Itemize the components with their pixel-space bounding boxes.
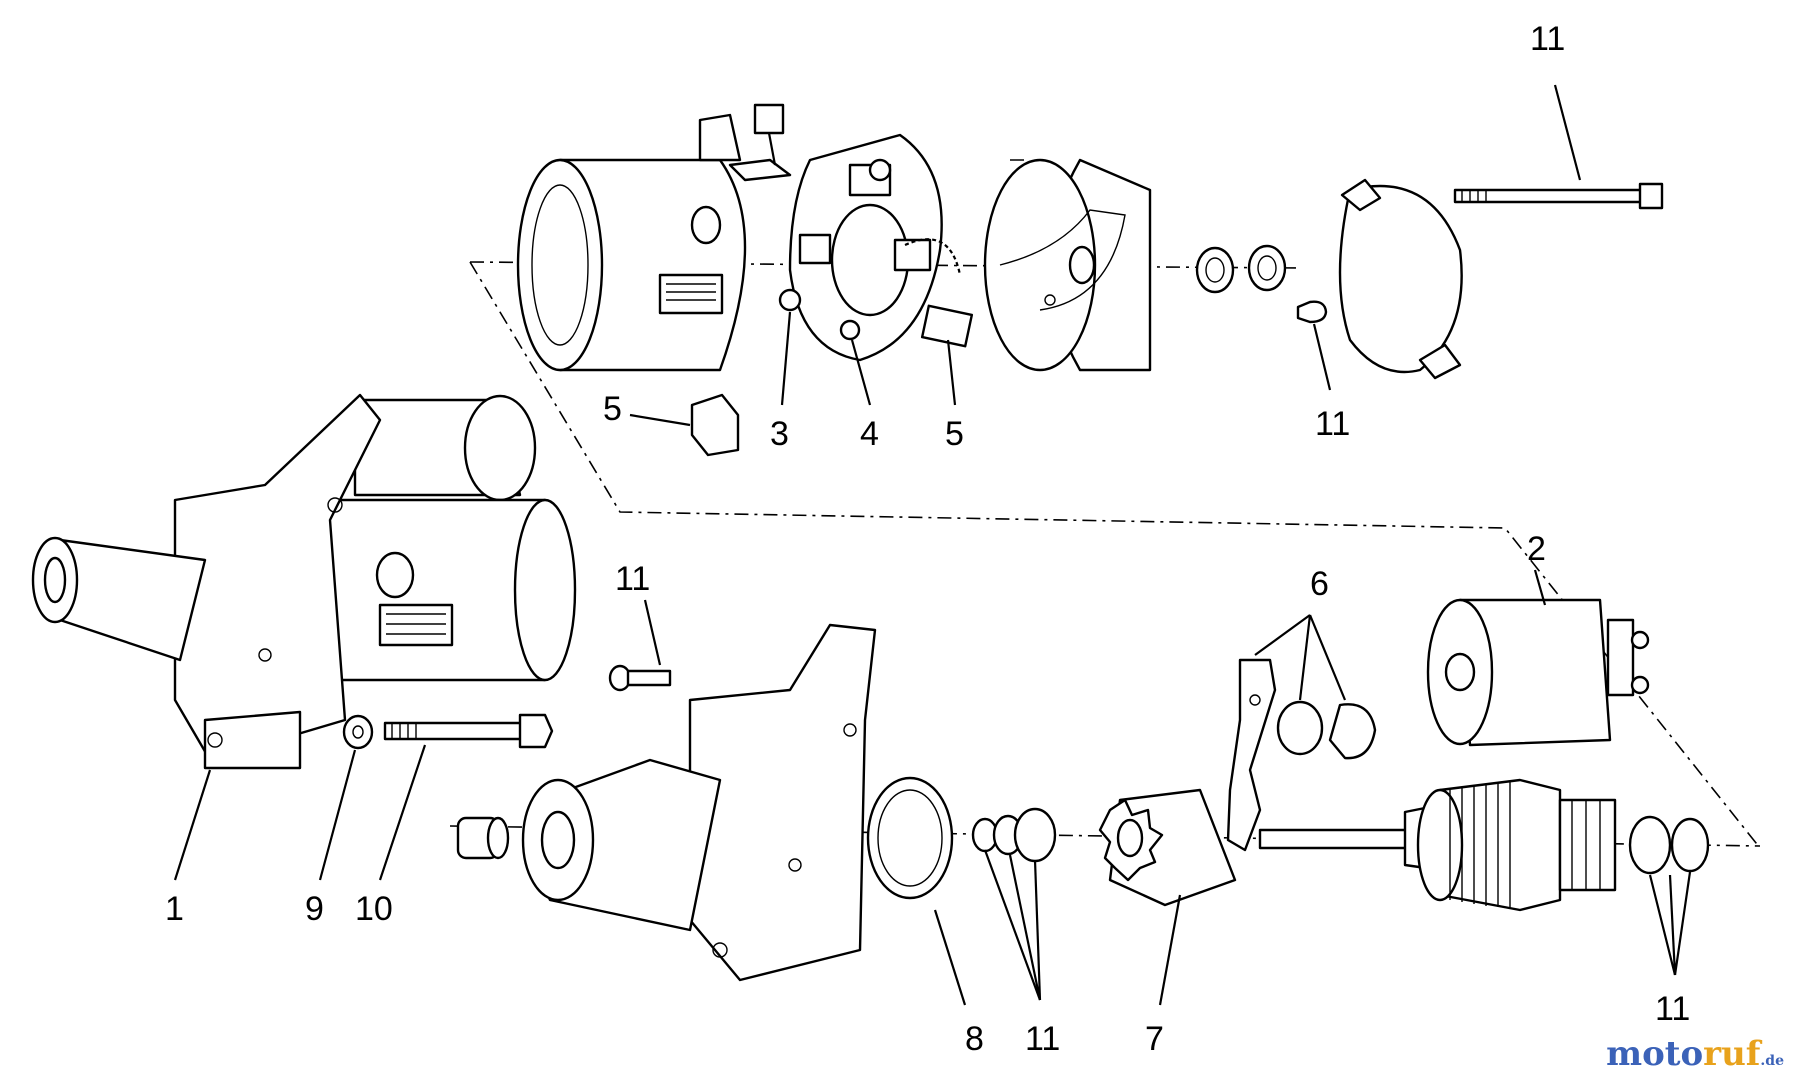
callout-5-right: 5 <box>945 415 964 453</box>
armature <box>1258 778 1617 912</box>
field-frame-yoke <box>516 103 792 372</box>
callout-6: 6 <box>1310 565 1329 603</box>
shift-lever-6 <box>1226 658 1277 852</box>
brush-lead-wire <box>904 238 962 276</box>
callout-10: 10 <box>355 890 393 928</box>
brush-holder-plate <box>778 133 943 362</box>
end-plate <box>1338 184 1463 374</box>
seal-ring-8 <box>866 776 954 900</box>
starter-assembly <box>31 393 577 770</box>
callout-2: 2 <box>1527 530 1546 568</box>
lever-bushing-a <box>1276 700 1324 756</box>
dust-cap <box>456 816 510 860</box>
callout-11-washers: 11 <box>1025 1020 1060 1058</box>
pinion-clutch-7 <box>1098 788 1237 907</box>
bushing-b <box>1247 244 1287 292</box>
callout-8: 8 <box>965 1020 984 1058</box>
callout-5-left: 5 <box>603 390 622 428</box>
brush-5-right <box>920 304 974 348</box>
watermark-logo: motoruf.de <box>1606 1034 1784 1074</box>
callout-11-housing-screw: 11 <box>615 560 650 598</box>
callout-4: 4 <box>860 415 879 453</box>
bushing-a <box>1195 246 1235 294</box>
solenoid-2 <box>1426 598 1650 747</box>
bolt-10 <box>383 713 554 749</box>
end-cover <box>983 158 1152 372</box>
cover-screw <box>1296 300 1328 324</box>
housing-screw <box>608 664 672 692</box>
callout-1: 1 <box>165 890 184 928</box>
assembly-boundary <box>469 159 1761 849</box>
stop-collar <box>1013 807 1057 863</box>
drive-housing <box>521 623 877 982</box>
callout-11-top: 11 <box>1530 20 1565 58</box>
armature-bushing-a <box>1628 815 1672 875</box>
brush-5-left <box>690 393 740 457</box>
callout-11-armature: 11 <box>1655 990 1690 1028</box>
callout-7: 7 <box>1145 1020 1164 1058</box>
lever-bushing-b <box>1328 703 1377 760</box>
armature-bushing-b <box>1670 817 1710 873</box>
through-bolt-top <box>1453 182 1664 210</box>
callout-11-cover-screw: 11 <box>1315 405 1350 443</box>
callout-9: 9 <box>305 890 324 928</box>
callout-3: 3 <box>770 415 789 453</box>
washer-9 <box>342 714 374 750</box>
